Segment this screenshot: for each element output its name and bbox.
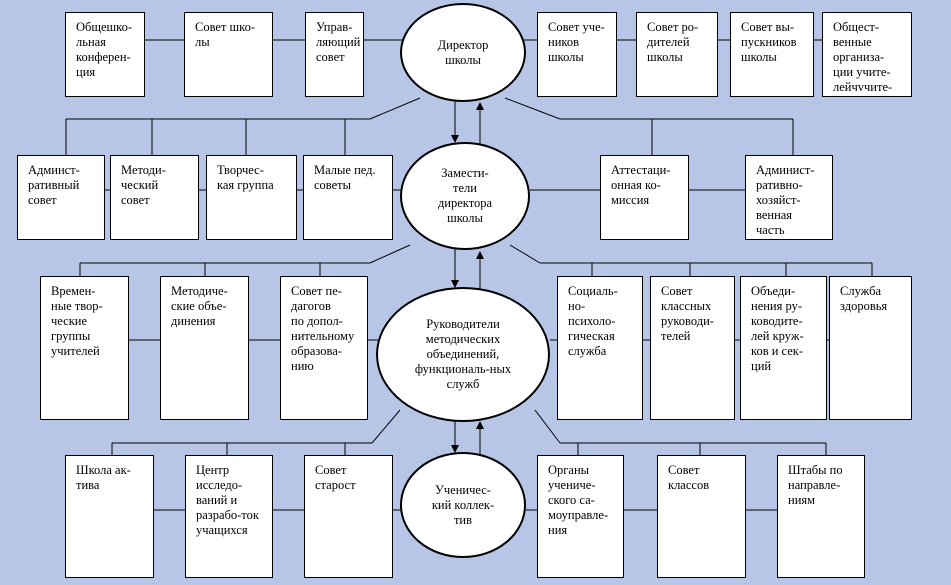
node-temp-creative-groups: Времен- ные твор- ческие группы учителей — [40, 276, 129, 420]
node-attestation-commission: Аттестаци- онная ко- миссия — [600, 155, 689, 240]
node-headmen-council: Совет старост — [304, 455, 393, 578]
node-methodical-council: Методи- ческий совет — [110, 155, 199, 240]
node-graduates-council: Совет вы- пускников школы — [730, 12, 814, 97]
node-admin-economic-part: Админист- ративно- хозяйст- венная часть — [745, 155, 833, 240]
director-ellipse: Директор школы — [400, 3, 526, 102]
node-activists-school: Школа ак- тива — [65, 455, 154, 578]
node-health-service: Служба здоровья — [829, 276, 912, 420]
node-classes-council: Совет классов — [657, 455, 746, 578]
deputies-ellipse: Замести- тели директора школы — [400, 142, 530, 250]
student-body-ellipse: Ученичес- кий коллек- тив — [400, 452, 526, 558]
node-parents-council: Совет ро- дителей школы — [636, 12, 718, 97]
node-admin-council: Админст- ративный совет — [17, 155, 105, 240]
node-methodical-associations: Методиче- ские объе- динения — [160, 276, 249, 420]
node-creative-group: Творчес- кая группа — [206, 155, 297, 240]
node-governing-council: Управ- ляющий совет — [305, 12, 364, 97]
node-school-conference: Общешко- льная конферен- ция — [65, 12, 145, 97]
node-small-ped-councils: Малые пед. советы — [303, 155, 393, 240]
node-additional-ed-council: Совет пе- дагогов по допол- нительному о… — [280, 276, 368, 420]
method-heads-ellipse: Руководители методических объединений, ф… — [376, 287, 550, 422]
node-school-council: Совет шко- лы — [184, 12, 273, 97]
node-public-organizations: Общест- венные организа- ции учите- лейч… — [822, 12, 912, 97]
node-direction-headquarters: Штабы по направле- ниям — [777, 455, 865, 578]
node-student-council: Совет уче- ников школы — [537, 12, 617, 97]
node-student-self-government: Органы учениче- ского са- моуправле- ния — [537, 455, 624, 578]
node-club-leaders-associations: Объеди- нения ру- ководите- лей круж- ко… — [740, 276, 827, 420]
node-student-research-center: Центр исследо- ваний и разрабо-ток учащи… — [185, 455, 273, 578]
node-social-psych-service: Социаль- но- психоло- гическая служба — [557, 276, 643, 420]
node-class-teachers-council: Совет классных руководи- телей — [650, 276, 735, 420]
